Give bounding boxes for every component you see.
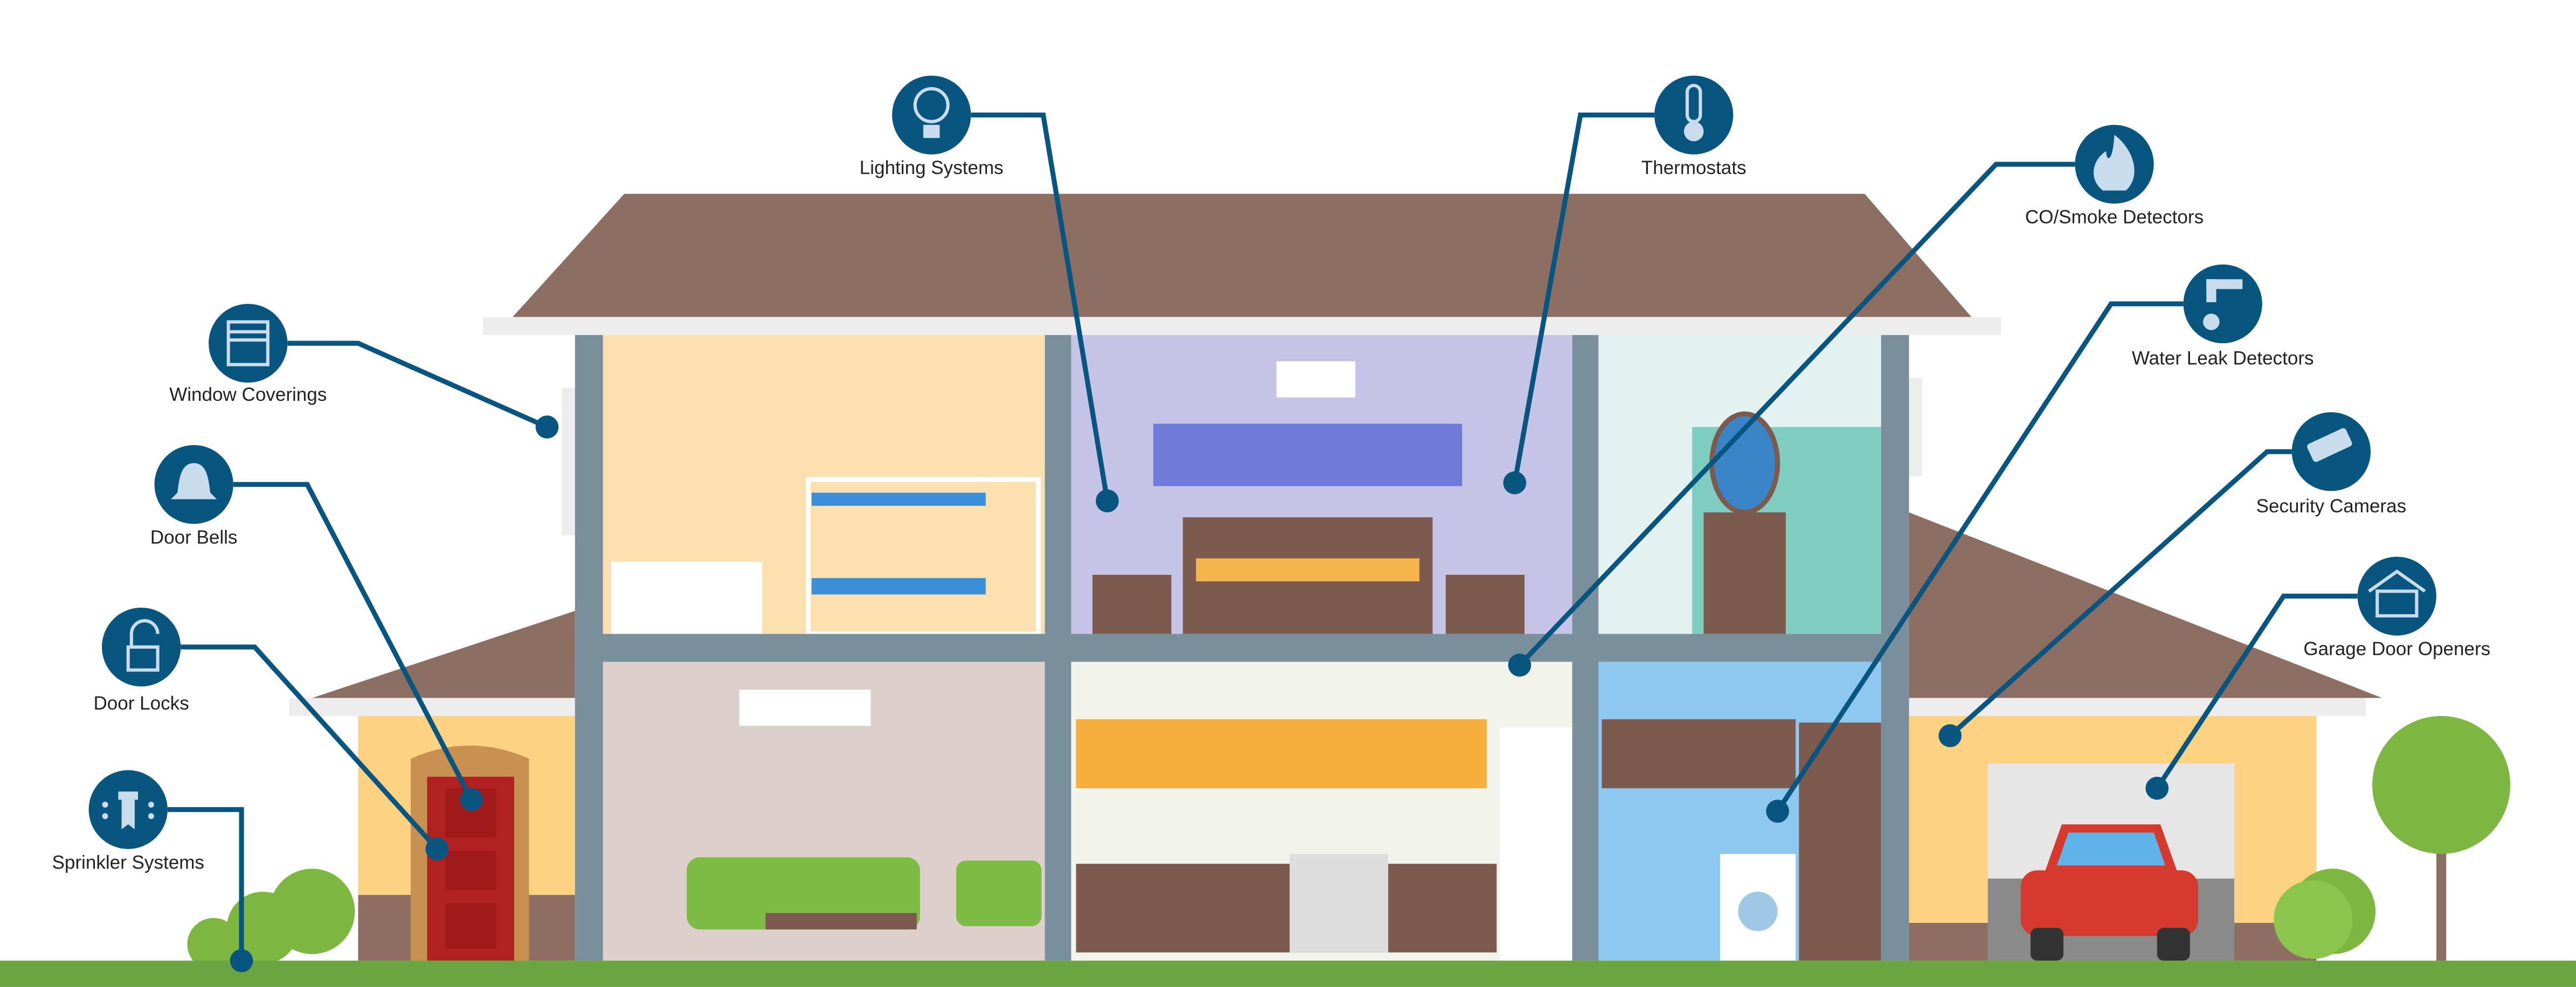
wall-art: [1153, 423, 1462, 486]
callout-label: Window Coverings: [169, 384, 327, 405]
right-wing-roof: [1909, 512, 2382, 698]
light-bulb-icon: [913, 87, 950, 138]
nightstand: [1092, 574, 1172, 634]
flame-icon: [2094, 135, 2135, 191]
callout-label: Sprinkler Systems: [52, 852, 204, 873]
callout-label: Door Bells: [150, 527, 238, 548]
sprinkler-icon: [102, 791, 154, 830]
callout-label: Thermostats: [1641, 157, 1746, 178]
connector-dot: [1508, 654, 1531, 677]
callout-lighting-systems[interactable]: Lighting Systems: [860, 75, 1119, 513]
callout-garage-door-openers[interactable]: Garage Door Openers: [2145, 557, 2490, 800]
window-blind-icon: [226, 320, 270, 366]
tree: [2372, 715, 2511, 854]
callout-label: Door Locks: [93, 693, 189, 714]
house-frame: [575, 335, 1909, 961]
laundry-cabinets: [1601, 719, 1796, 789]
connector-dot: [535, 415, 559, 439]
callout-label: CO/Smoke Detectors: [2025, 207, 2204, 228]
air-conditioner: [1276, 361, 1356, 398]
coffee-table: [765, 913, 917, 930]
door-panel: [445, 850, 496, 891]
washer-window: [1738, 892, 1778, 932]
callout-door-locks[interactable]: Door Locks: [93, 607, 449, 861]
left-wing-roof: [312, 610, 575, 698]
callout-window-coverings[interactable]: Window Coverings: [169, 303, 559, 439]
security-camera-icon: [2307, 428, 2352, 462]
bunk-mattress: [811, 492, 986, 506]
armchair: [956, 860, 1042, 927]
desk: [611, 561, 763, 634]
oven: [1289, 853, 1389, 953]
callout-water-leak-detectors[interactable]: Water Leak Detectors: [1766, 264, 2314, 823]
padlock-icon: [126, 619, 160, 672]
callout-security-cameras[interactable]: Security Cameras: [1938, 412, 2406, 747]
left-wing-eave: [289, 698, 578, 716]
bell-icon: [170, 463, 217, 499]
connector-dot: [460, 788, 484, 811]
connector-dot: [1766, 800, 1790, 823]
callout-label: Security Cameras: [2256, 496, 2407, 517]
wall-ac-unit: [739, 690, 871, 726]
garage-icon: [2368, 569, 2426, 618]
callout-label: Water Leak Detectors: [2132, 348, 2314, 369]
main-eave: [483, 317, 2001, 335]
main-roof: [512, 193, 1972, 317]
nightstand: [1446, 574, 1525, 634]
callout-label: Garage Door Openers: [2303, 638, 2490, 659]
callout-label: Lighting Systems: [860, 157, 1004, 178]
connector-dot: [2145, 776, 2169, 800]
door-panel: [445, 903, 496, 949]
bushes: [187, 868, 2376, 971]
sofa: [686, 857, 920, 930]
callout-door-bells[interactable]: Door Bells: [150, 445, 484, 811]
bed-blanket: [1196, 558, 1420, 582]
callout-thermostats[interactable]: Thermostats: [1503, 75, 1746, 495]
upper-cabinets: [1076, 719, 1487, 789]
red-car: [2020, 824, 2198, 961]
callout-sprinkler-systems[interactable]: Sprinkler Systems: [52, 770, 253, 972]
connector-dot: [1938, 724, 1962, 747]
connector-dot: [1095, 489, 1119, 513]
callout-co-smoke-detectors[interactable]: CO/Smoke Detectors: [1508, 124, 2204, 677]
refrigerator: [1500, 727, 1572, 961]
thermometer-icon: [1684, 84, 1704, 142]
lower-cabinets: [1076, 864, 1497, 953]
bunk-mattress: [811, 578, 986, 595]
connector-dot: [230, 949, 253, 972]
bathroom-vanity: [1703, 512, 1786, 634]
connector-dot: [425, 837, 449, 861]
connector-dot: [1503, 471, 1527, 495]
house-illustration: [0, 193, 2576, 987]
faucet-drop-icon: [2203, 279, 2243, 330]
ground: [0, 961, 2576, 987]
